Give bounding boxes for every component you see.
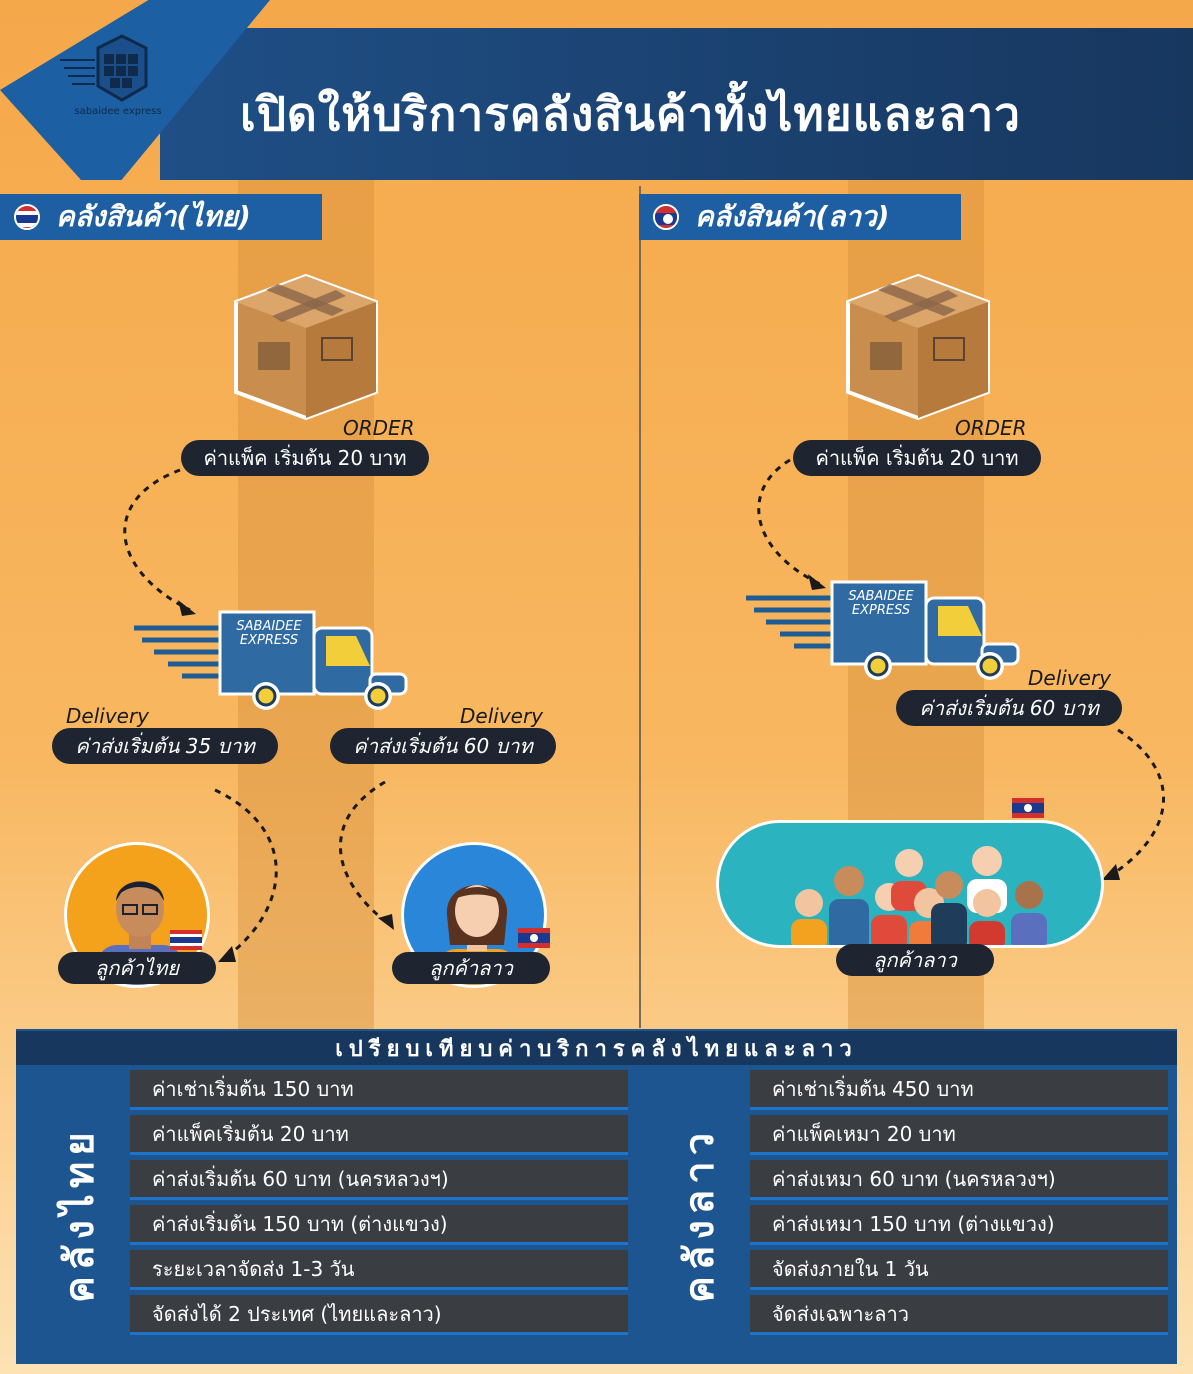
thai-rows-list: ค่าเช่าเริ่มต้น 150 บาท ค่าแพ็คเริ่มต้น … <box>130 1070 628 1335</box>
list-item: ค่าเช่าเริ่มต้น 450 บาท <box>750 1070 1168 1110</box>
delivery-price-pill-lao: ค่าส่งเริ่มต้น 60 บาท <box>330 728 556 764</box>
truck-label: SABAIDEE EXPRESS <box>224 620 314 648</box>
pack-price-pill: ค่าแพ็ค เริ่มต้น 20 บาท <box>181 440 429 476</box>
box-icon <box>234 273 378 421</box>
delivery-caption-1: Delivery <box>66 704 150 728</box>
delivery-caption: Delivery <box>1028 666 1112 690</box>
list-item: จัดส่งเฉพาะลาว <box>750 1295 1168 1335</box>
lao-flag-icon <box>518 928 550 948</box>
truck-label-line-1: SABAIDEE <box>848 589 914 604</box>
delivery-truck-icon <box>134 610 408 710</box>
thai-flag-icon <box>14 204 40 230</box>
comparison-title: เปรียบเทียบค่าบริการคลังไทยและลาว <box>16 1031 1177 1065</box>
thai-flag-icon <box>170 930 202 950</box>
lao-customers-group <box>716 820 1104 948</box>
tab-label: คลังสินค้า(ลาว) <box>695 200 890 233</box>
lao-customer-label: ลูกค้าลาว <box>836 944 994 976</box>
list-item: ค่าส่งเริ่มต้น 150 บาท (ต่างแขวง) <box>130 1205 628 1245</box>
list-item: ค่าเช่าเริ่มต้น 150 บาท <box>130 1070 628 1110</box>
lao-customer-label: ลูกค้าลาว <box>392 952 550 984</box>
truck-label-line-2: EXPRESS <box>851 603 911 618</box>
list-item: ค่าส่งเหมา 60 บาท (นครหลวงฯ) <box>750 1160 1168 1200</box>
list-item: ค่าส่งเริ่มต้น 60 บาท (นครหลวงฯ) <box>130 1160 628 1200</box>
delivery-price-pill-lao: ค่าส่งเริ่มต้น 60 บาท <box>896 690 1122 726</box>
lao-warehouse-label: คลังลาว <box>677 1126 723 1304</box>
list-item: ค่าแพ็คเหมา 20 บาท <box>750 1115 1168 1155</box>
section-divider <box>639 186 641 1028</box>
flow-arrows-right <box>757 458 1165 880</box>
tab-lao-warehouse: คลังสินค้า(ลาว) <box>639 194 961 240</box>
page-title: เปิดให้บริการคลังสินค้าทั้งไทยและลาว <box>240 87 1022 141</box>
box-icon <box>846 273 990 421</box>
flow-arrows-left <box>123 468 394 962</box>
thai-customer-label: ลูกค้าไทย <box>58 952 216 984</box>
order-caption: ORDER <box>343 416 415 440</box>
pack-price-pill: ค่าแพ็ค เริ่มต้น 20 บาท <box>793 440 1041 476</box>
thai-warehouse-label: คลังไทย <box>57 1126 103 1304</box>
delivery-price-pill-thai: ค่าส่งเริ่มต้น 35 บาท <box>52 728 278 764</box>
list-item: ระยะเวลาจัดส่ง 1-3 วัน <box>130 1250 628 1290</box>
lao-flag-icon <box>1012 798 1044 818</box>
order-caption: ORDER <box>955 416 1027 440</box>
list-item: จัดส่งได้ 2 ประเทศ (ไทยและลาว) <box>130 1295 628 1335</box>
truck-label: SABAIDEE EXPRESS <box>836 590 926 618</box>
list-item: ค่าส่งเหมา 150 บาท (ต่างแขวง) <box>750 1205 1168 1245</box>
lao-rows-list: ค่าเช่าเริ่มต้น 450 บาท ค่าแพ็คเหมา 20 บ… <box>750 1070 1168 1335</box>
header-band <box>160 28 1193 180</box>
truck-label-line-1: SABAIDEE <box>236 619 302 634</box>
crowd-icon <box>791 846 1047 945</box>
lao-flag-icon <box>653 204 679 230</box>
delivery-caption-2: Delivery <box>460 704 544 728</box>
delivery-truck-icon <box>746 580 1020 680</box>
list-item: ค่าแพ็คเริ่มต้น 20 บาท <box>130 1115 628 1155</box>
tab-label: คลังสินค้า(ไทย) <box>56 200 251 233</box>
logo-text: sabaidee express <box>74 106 162 117</box>
truck-label-line-2: EXPRESS <box>239 633 299 648</box>
cube-logo-icon <box>60 34 148 102</box>
tab-thai-warehouse: คลังสินค้า(ไทย) <box>0 194 322 240</box>
list-item: จัดส่งภายใน 1 วัน <box>750 1250 1168 1290</box>
